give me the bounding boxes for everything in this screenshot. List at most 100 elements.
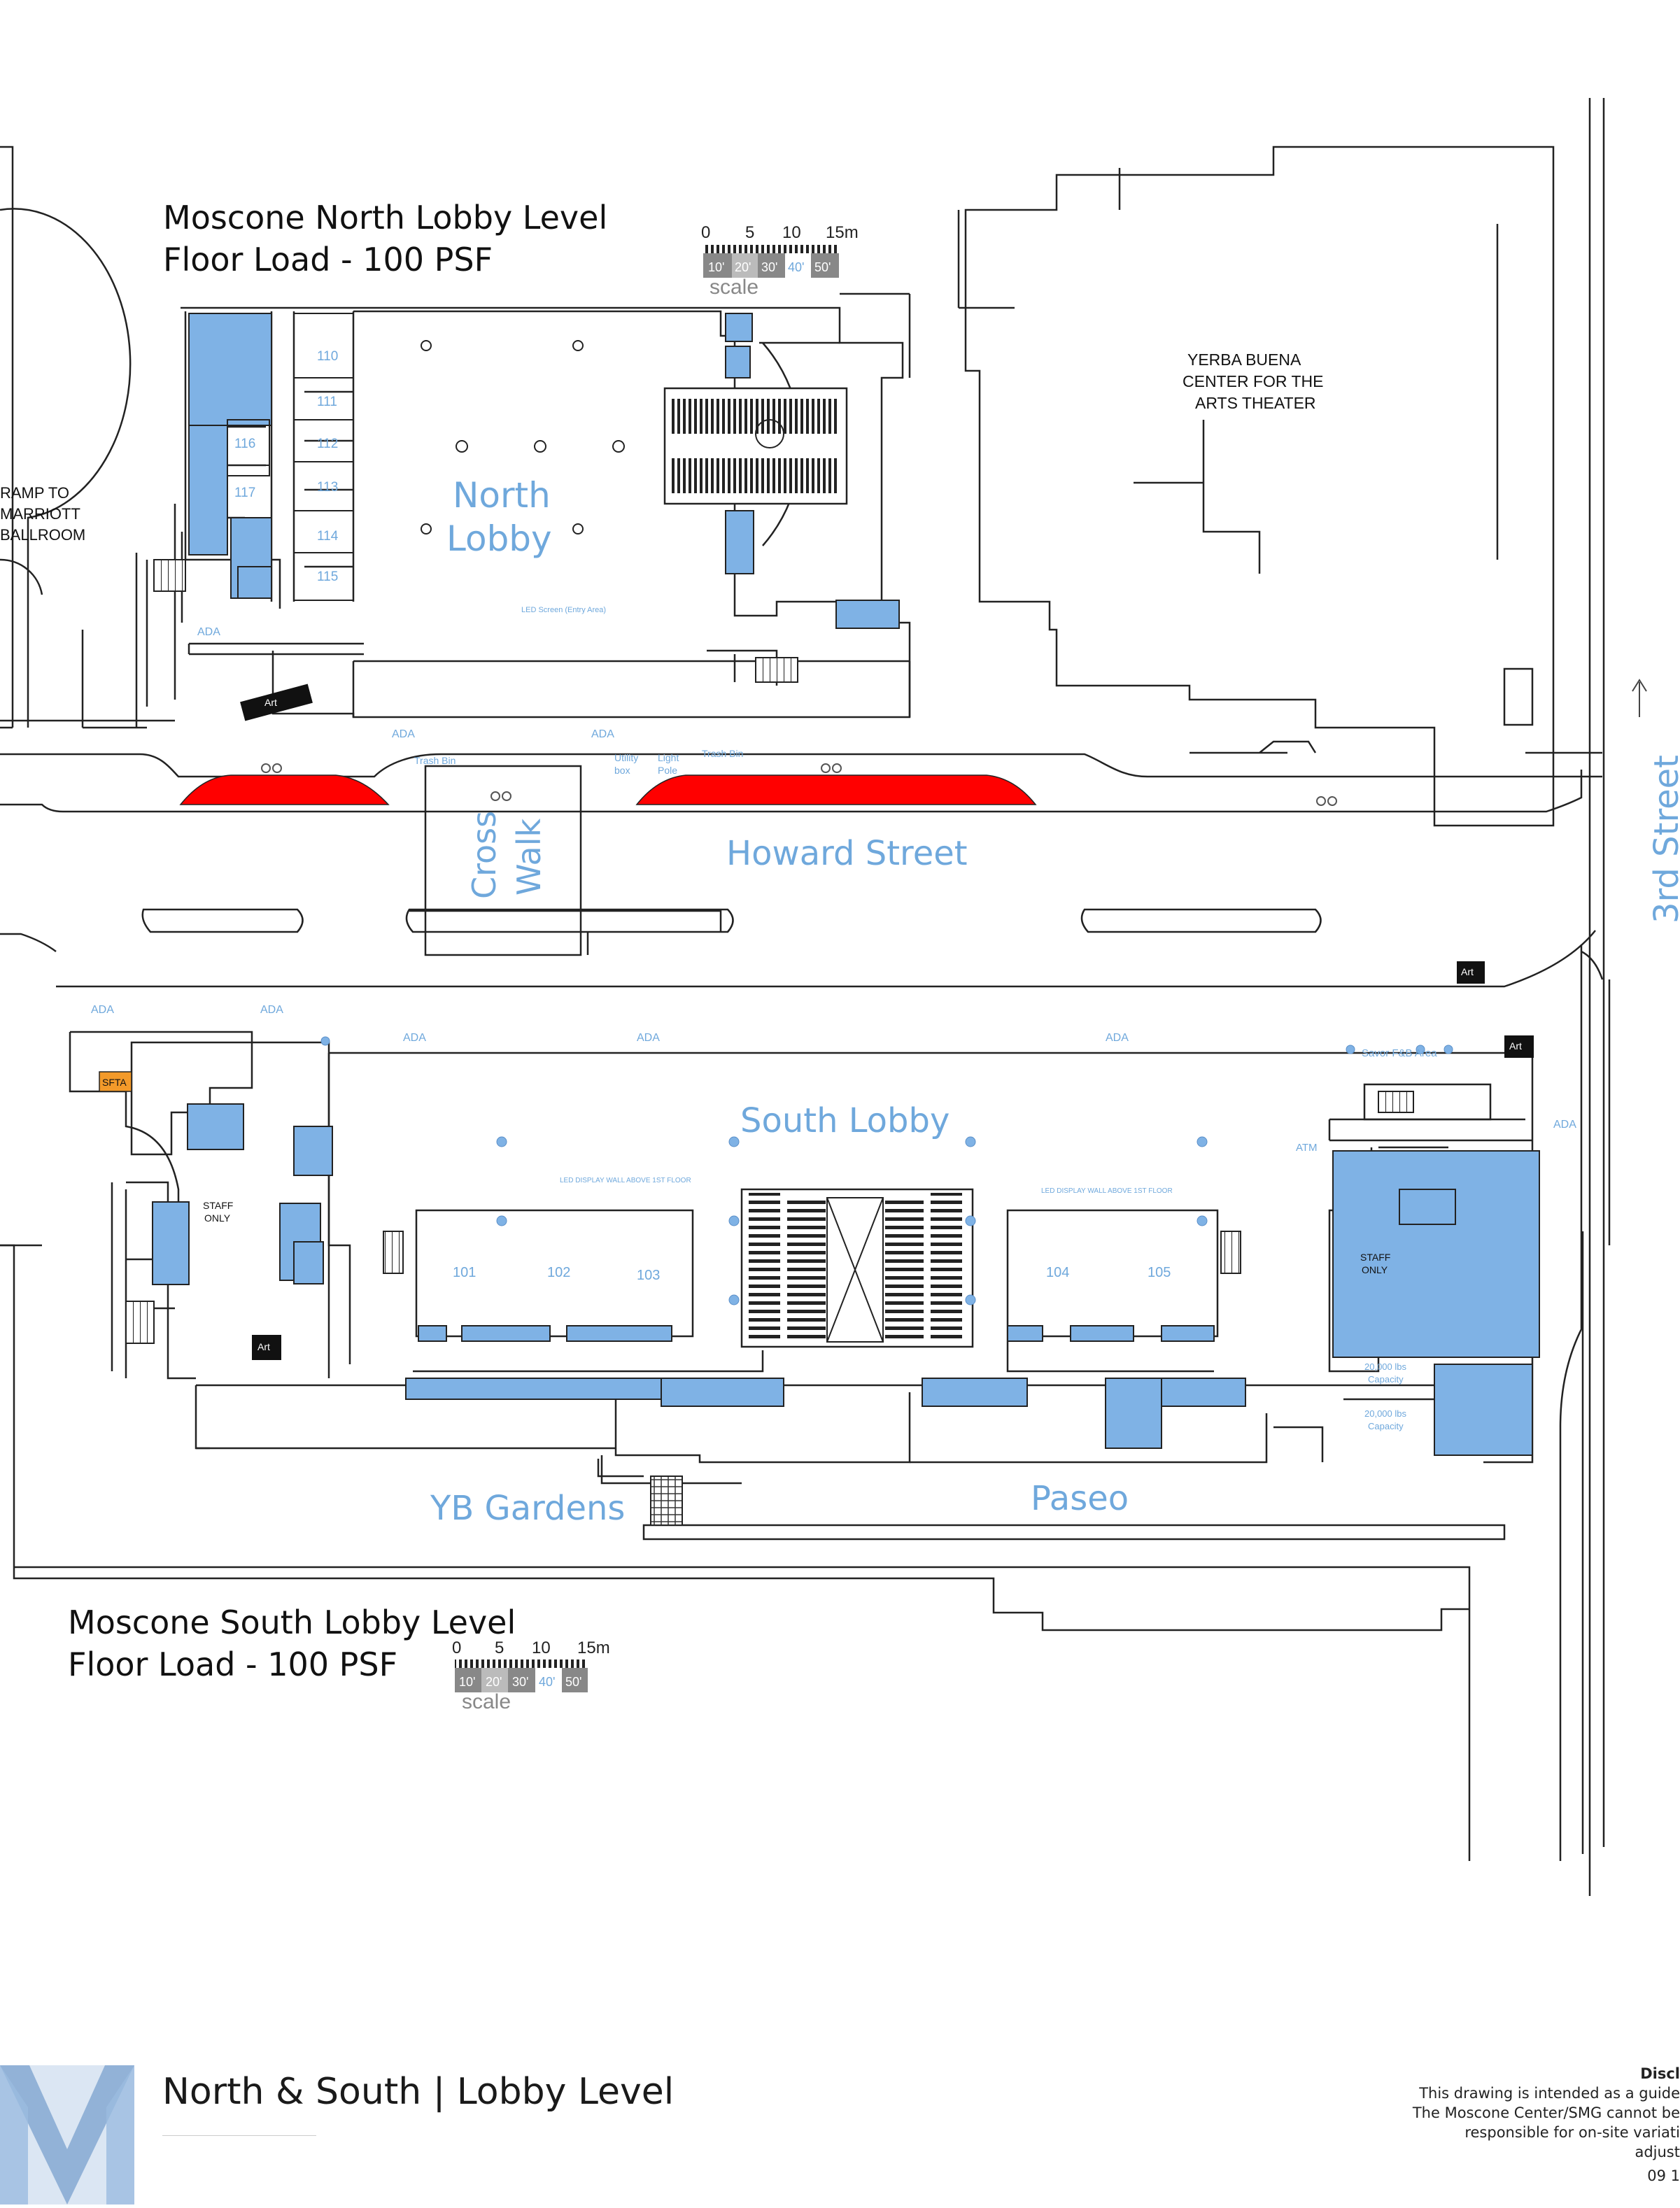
art-north: Art xyxy=(264,697,277,708)
south-scale-bar xyxy=(455,1659,588,1692)
south-columns xyxy=(320,1036,1453,1305)
south-scale-ft4: 50' xyxy=(565,1675,581,1689)
staff-only-2a: STAFF xyxy=(1360,1252,1390,1263)
staff-only-1b: ONLY xyxy=(204,1212,231,1224)
north-scale-m3: 15m xyxy=(826,223,859,242)
ramp-label-1: RAMP TO xyxy=(0,484,69,502)
ada-south-1: ADA xyxy=(91,1004,114,1016)
utility-box-1: Utility xyxy=(614,752,638,763)
north-scale-ft0: 10' xyxy=(708,260,724,274)
room-104: 104 xyxy=(1046,1265,1069,1280)
ada-north-2: ADA xyxy=(392,728,415,740)
art-south-3: Art xyxy=(257,1341,270,1352)
disclaimer-line-1: This drawing is intended as a guide xyxy=(1419,2085,1680,2102)
south-labels: South Lobby 101 102 103 104 105 SFTA STA… xyxy=(68,966,1576,1713)
yerba-label-1: YERBA BUENA xyxy=(1187,351,1301,369)
moscone-logo xyxy=(0,2065,134,2205)
ada-south-3: ADA xyxy=(403,1032,426,1044)
led-note-2: LED DISPLAY WALL ABOVE 1ST FLOOR xyxy=(1041,1187,1173,1195)
light-pole-2: Pole xyxy=(658,765,677,776)
north-title-2: Floor Load - 100 PSF xyxy=(163,241,493,278)
south-scale-label: scale xyxy=(462,1690,511,1713)
north-scale-m1: 5 xyxy=(745,223,754,242)
room-102: 102 xyxy=(547,1265,570,1280)
south-scale-ft3: 40' xyxy=(539,1675,555,1689)
art-south-1: Art xyxy=(1461,966,1474,977)
red-zone-east xyxy=(635,774,1037,805)
room-117: 117 xyxy=(234,486,255,500)
capacity-1a: 20,000 lbs xyxy=(1364,1361,1406,1372)
bike-racks xyxy=(261,763,1337,806)
south-scale-ft1: 20' xyxy=(486,1675,502,1689)
disclaimer-line-3: responsible for on-site variati xyxy=(1464,2124,1680,2141)
north-scale-ft3: 40' xyxy=(788,260,804,274)
south-scale-ft2: 30' xyxy=(512,1675,528,1689)
ramp-label-3: BALLROOM xyxy=(0,526,85,544)
north-lobby-label-2: Lobby xyxy=(446,518,552,559)
disclaimer-line-4: adjust xyxy=(1635,2144,1680,2160)
north-escalators xyxy=(663,387,848,505)
disclaimer-line-2: The Moscone Center/SMG cannot be xyxy=(1412,2104,1680,2121)
south-lobby-label: South Lobby xyxy=(740,1101,950,1140)
room-101: 101 xyxy=(453,1265,476,1280)
capacity-2b: Capacity xyxy=(1368,1421,1404,1431)
room-111: 111 xyxy=(317,395,337,409)
ada-north-1: ADA xyxy=(197,626,220,638)
ada-south-2: ADA xyxy=(260,1004,283,1016)
south-scale-m3: 15m xyxy=(577,1639,610,1657)
staff-only-2b: ONLY xyxy=(1362,1264,1388,1275)
capacity-2a: 20,000 lbs xyxy=(1364,1408,1406,1419)
yerba-label-2: CENTER FOR THE xyxy=(1183,372,1323,390)
south-scale-ft0: 10' xyxy=(459,1675,475,1689)
south-scale-m1: 5 xyxy=(495,1639,504,1657)
north-blue-areas xyxy=(188,313,900,629)
room-103: 103 xyxy=(637,1268,660,1283)
savor-label: Savor F&B Area xyxy=(1362,1047,1437,1059)
room-105: 105 xyxy=(1148,1265,1171,1280)
north-scale-ft4: 50' xyxy=(814,260,831,274)
room-114: 114 xyxy=(317,529,339,544)
footer-title: North & South | Lobby Level xyxy=(162,2071,675,2113)
footer-divider xyxy=(162,2135,316,2136)
yb-gardens-label: YB Gardens xyxy=(430,1489,625,1528)
disclaimer-date: 09 1 xyxy=(1647,2167,1680,2184)
street-labels: Howard Street Cross Walk 3rd Street xyxy=(465,755,1680,923)
sfta-label: SFTA xyxy=(102,1077,127,1088)
room-113: 113 xyxy=(317,480,338,495)
south-title-2: Floor Load - 100 PSF xyxy=(68,1646,397,1683)
south-scale-m2: 10 xyxy=(532,1639,551,1657)
trash-bin-2: Trash Bin xyxy=(702,748,743,759)
south-title-1: Moscone South Lobby Level xyxy=(68,1604,516,1641)
paseo-label: Paseo xyxy=(1031,1479,1129,1518)
columns xyxy=(421,340,625,535)
trash-bin-1: Trash Bin xyxy=(414,755,456,766)
led-note-1: LED DISPLAY WALL ABOVE 1ST FLOOR xyxy=(560,1177,691,1184)
north-arrow-icon xyxy=(1632,679,1647,717)
north-scale-ft1: 20' xyxy=(735,260,751,274)
howard-street-label: Howard Street xyxy=(726,834,968,873)
ada-south-5: ADA xyxy=(1106,1032,1129,1044)
north-labels: Moscone North Lobby Level Floor Load - 1… xyxy=(0,199,1323,776)
room-115: 115 xyxy=(317,569,338,584)
north-scale-m0: 0 xyxy=(701,223,710,242)
crosswalk-label-2: Walk xyxy=(510,818,548,896)
south-escalators xyxy=(740,1188,974,1348)
room-112: 112 xyxy=(317,437,338,451)
third-street-label: 3rd Street xyxy=(1647,755,1680,923)
south-blue-areas xyxy=(152,1103,1540,1456)
disclaimer-heading: Discl xyxy=(1640,2065,1680,2082)
ada-south-6: ADA xyxy=(1553,1119,1576,1131)
room-110: 110 xyxy=(317,349,338,364)
ada-north-3: ADA xyxy=(591,728,614,740)
ramp-label-2: MARRIOTT xyxy=(0,505,80,523)
ada-south-4: ADA xyxy=(637,1032,660,1044)
yerba-label-3: ARTS THEATER xyxy=(1195,394,1316,412)
utility-box-2: box xyxy=(614,765,630,776)
art-south-2: Art xyxy=(1509,1040,1522,1052)
north-scale-m2: 10 xyxy=(782,223,801,242)
north-room-grid xyxy=(227,313,354,601)
atm-label: ATM xyxy=(1296,1142,1318,1154)
red-zone-west xyxy=(179,774,390,805)
north-scale-ft2: 30' xyxy=(761,260,777,274)
